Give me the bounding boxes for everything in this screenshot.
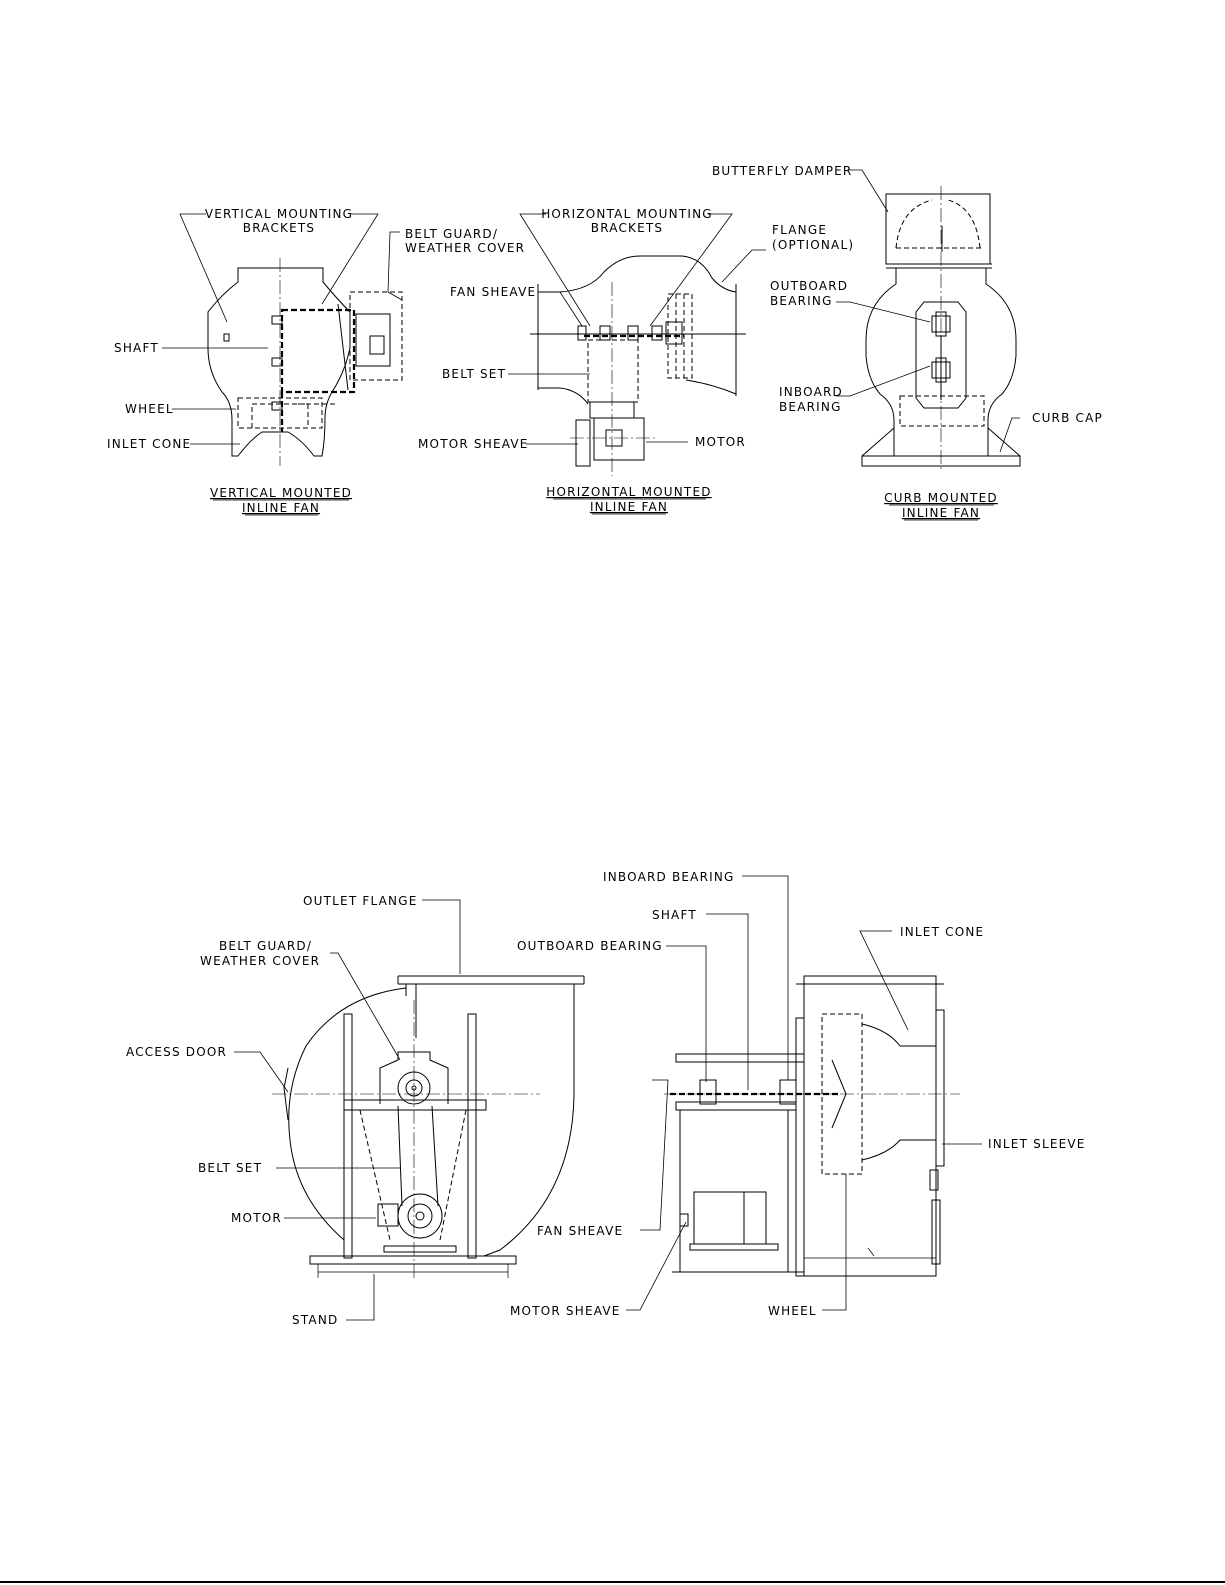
label-vertical-mounting-brackets: VERTICAL MOUNTING	[205, 207, 353, 221]
label-vertical-mounting-brackets-2: BRACKETS	[243, 221, 315, 235]
blower-front-leaders	[234, 899, 461, 1321]
vertical-mounted-inline-fan-view: VERTICAL MOUNTING BRACKETS BELT GUARD/ W…	[107, 207, 525, 516]
label-horizontal-mounting-brackets-2: BRACKETS	[591, 221, 663, 235]
blower-side-view: INBOARD BEARING SHAFT OUTBOARD BEARING I…	[510, 870, 1086, 1318]
label-outlet-flange: OUTLET FLANGE	[303, 894, 418, 908]
horizontal-view-title-line2: INLINE FAN	[590, 500, 668, 514]
blower-front-view: OUTLET FLANGE BELT GUARD/ WEATHER COVER …	[126, 894, 585, 1327]
label-side-shaft: SHAFT	[652, 908, 697, 922]
blower-frame	[309, 1013, 517, 1278]
label-horizontal-fan-sheave: FAN SHEAVE	[450, 285, 536, 299]
label-vertical-shaft: SHAFT	[114, 341, 159, 355]
blower-belt-and-motor	[359, 1105, 467, 1253]
label-horizontal-belt-set: BELT SET	[442, 367, 506, 381]
label-side-wheel: WHEEL	[768, 1304, 817, 1318]
label-side-motor-sheave: MOTOR SHEAVE	[510, 1304, 621, 1318]
label-vertical-wheel: WHEEL	[125, 402, 174, 416]
label-curb-butterfly-damper: BUTTERFLY DAMPER	[712, 164, 852, 178]
curb-base	[861, 427, 1021, 467]
label-front-weather-cover: WEATHER COVER	[200, 954, 320, 968]
label-vertical-weather-cover: WEATHER COVER	[405, 241, 525, 255]
curb-view-title-line2: INLINE FAN	[902, 506, 980, 520]
label-side-outboard-bearing: OUTBOARD BEARING	[517, 939, 663, 953]
vertical-view-title-line1: VERTICAL MOUNTED	[210, 486, 352, 500]
label-stand: STAND	[292, 1313, 338, 1327]
label-horizontal-motor-sheave: MOTOR SHEAVE	[418, 437, 529, 451]
blower-side-housing	[795, 975, 945, 1277]
label-vertical-belt-guard: BELT GUARD/	[405, 227, 498, 241]
label-horizontal-mounting-brackets: HORIZONTAL MOUNTING	[541, 207, 713, 221]
curb-view-title-line1: CURB MOUNTED	[884, 491, 998, 505]
label-curb-inboard-bearing-2: BEARING	[779, 400, 842, 414]
horizontal-mounted-inline-fan-view: HORIZONTAL MOUNTING BRACKETS FLANGE (OPT…	[418, 207, 854, 515]
curb-bearings	[931, 311, 951, 400]
label-curb-outboard-bearing: OUTBOARD	[770, 279, 848, 293]
label-horizontal-flange: FLANGE	[772, 223, 827, 237]
blower-scroll-housing	[283, 975, 585, 1257]
label-front-motor: MOTOR	[231, 1211, 282, 1225]
curb-fan-leaders	[836, 169, 1020, 453]
curb-mounted-inline-fan-view: BUTTERFLY DAMPER OUTBOARD BEARING INBOAR…	[712, 164, 1103, 521]
label-horizontal-flange-optional: (OPTIONAL)	[772, 238, 854, 252]
label-front-belt-set: BELT SET	[198, 1161, 262, 1175]
blower-side-leaders	[626, 875, 982, 1311]
label-curb-outboard-bearing-2: BEARING	[770, 294, 833, 308]
vertical-fan-housing	[207, 258, 351, 466]
vertical-fan-leaders	[162, 213, 403, 445]
horizontal-view-title-line1: HORIZONTAL MOUNTED	[546, 485, 711, 499]
label-horizontal-motor: MOTOR	[695, 435, 746, 449]
label-front-belt-guard: BELT GUARD/	[219, 939, 312, 953]
horizontal-fan-leaders	[508, 213, 766, 445]
horizontal-fan-internals	[570, 282, 684, 476]
label-side-fan-sheave: FAN SHEAVE	[537, 1224, 623, 1238]
blower-side-drive	[664, 1053, 960, 1273]
label-side-inlet-cone: INLET CONE	[900, 925, 984, 939]
label-curb-cap: CURB CAP	[1032, 411, 1103, 425]
vertical-view-title-line2: INLINE FAN	[242, 501, 320, 515]
curb-fan-housing	[865, 186, 1017, 470]
label-inlet-sleeve: INLET SLEEVE	[988, 1137, 1086, 1151]
label-side-inboard-bearing: INBOARD BEARING	[603, 870, 735, 884]
curb-damper	[885, 193, 992, 269]
label-access-door: ACCESS DOOR	[126, 1045, 227, 1059]
label-vertical-inlet-cone: INLET CONE	[107, 437, 191, 451]
vertical-fan-internals	[223, 291, 403, 432]
label-curb-inboard-bearing: INBOARD	[779, 385, 843, 399]
